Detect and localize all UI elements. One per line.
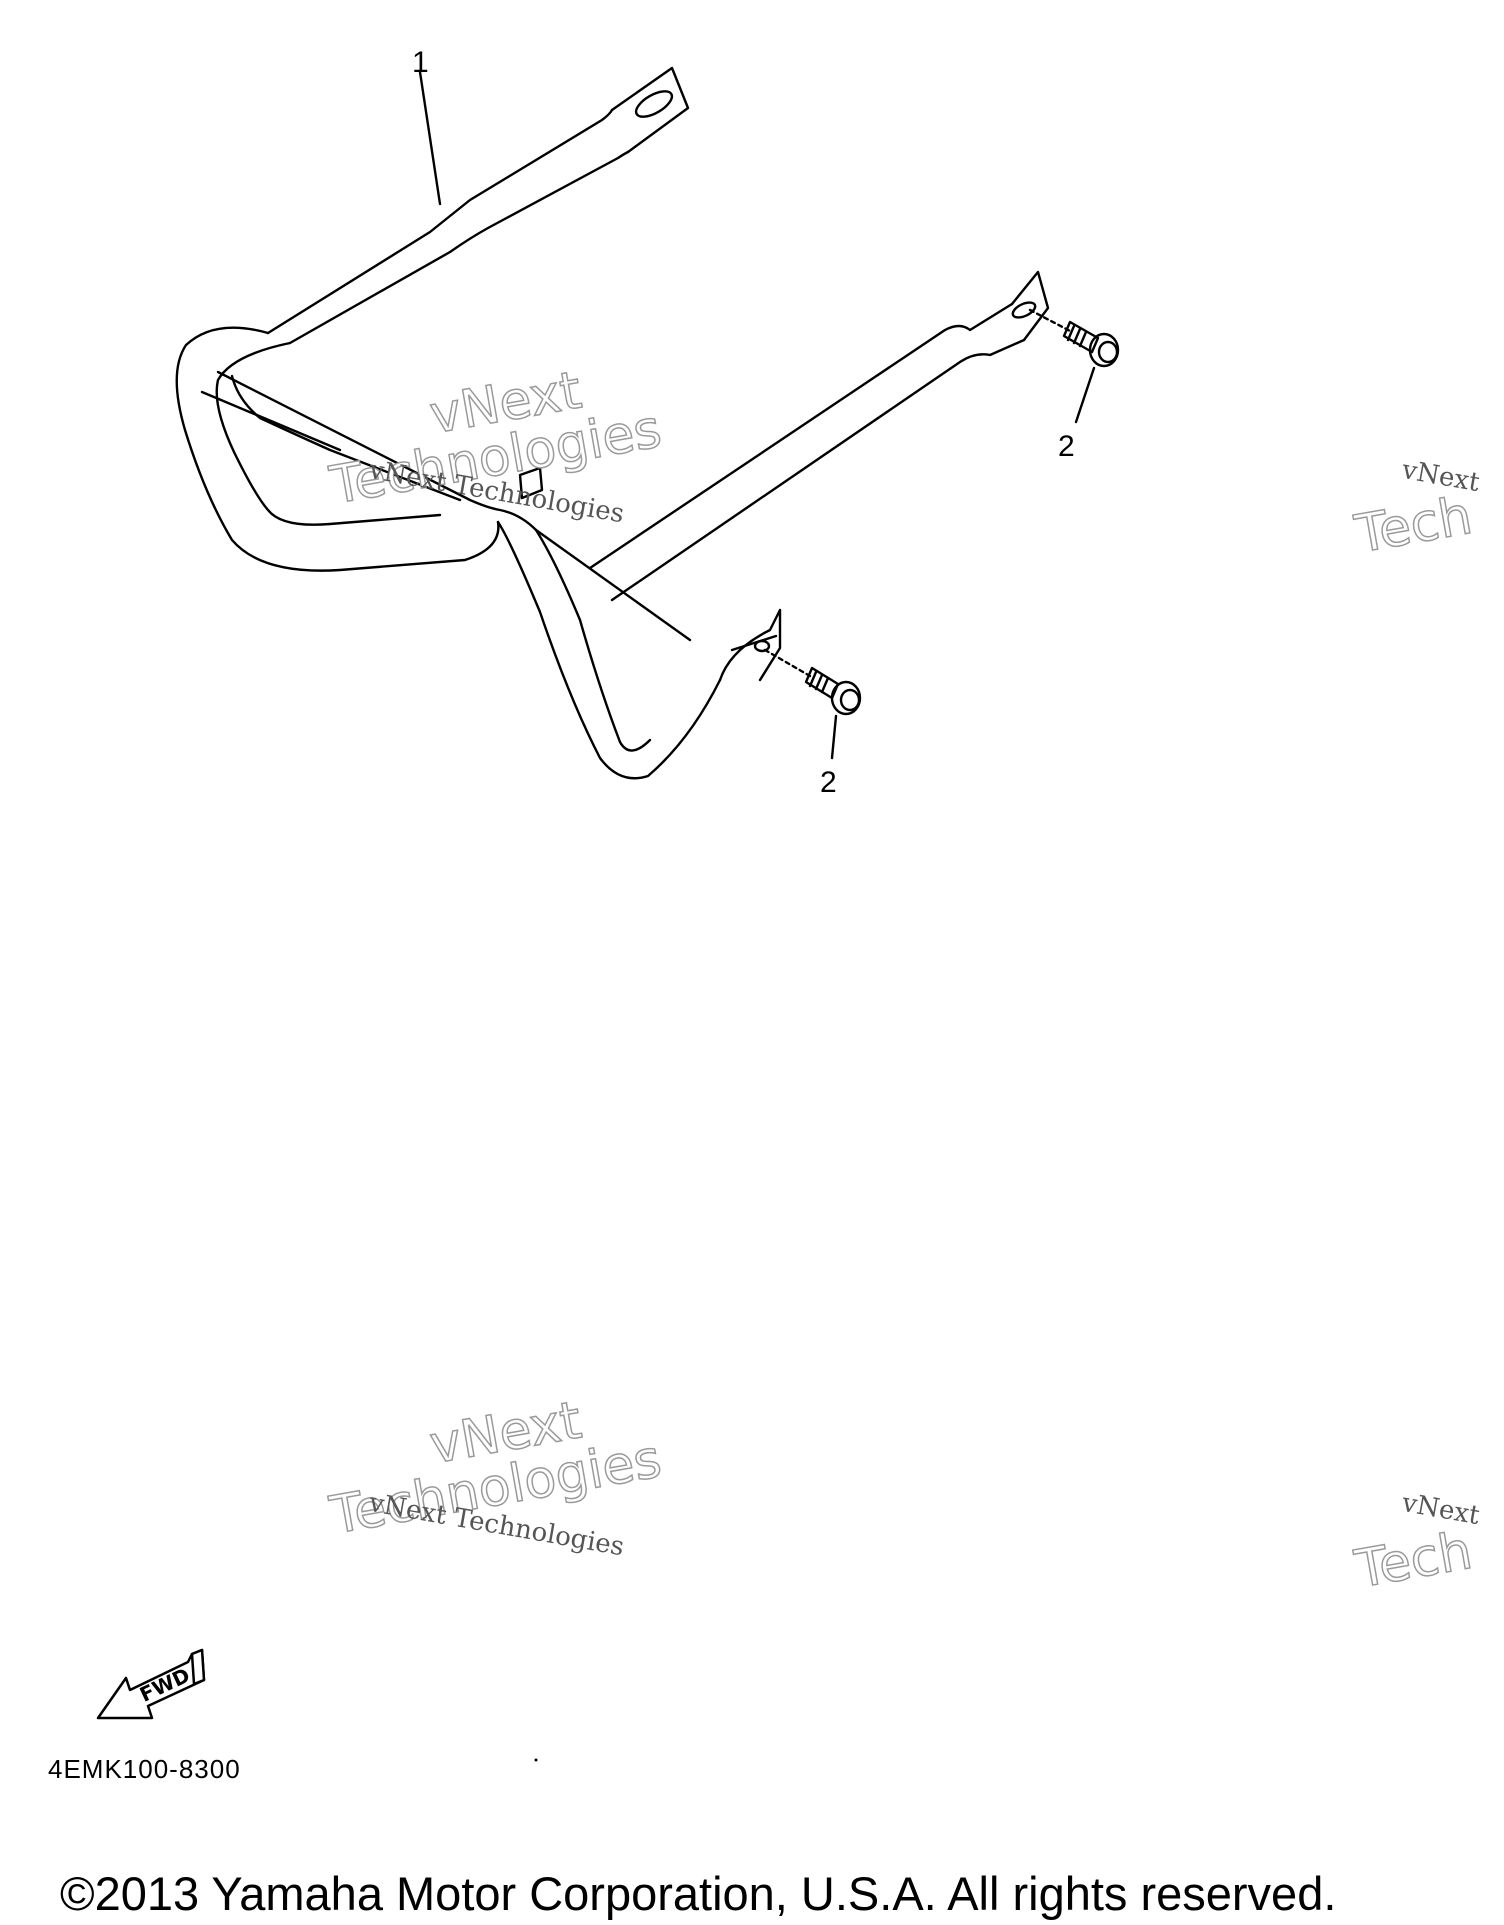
callout-2-right: 2: [1058, 430, 1075, 463]
diagram-part-code: 4EMK100-8300: [48, 1754, 241, 1784]
callout-1: 1: [412, 46, 429, 79]
copyright-notice: ©2013 Yamaha Motor Corporation, U.S.A. A…: [60, 1867, 1337, 1920]
leader-line-1: [418, 70, 442, 206]
leader-line-2-right: [1074, 366, 1096, 424]
callout-2-left: 2: [820, 766, 837, 799]
svg-text:FWD: FWD: [136, 1663, 194, 1707]
bolt-right: [1028, 308, 1120, 368]
bolt-left: [763, 648, 862, 716]
guard-bar-part: [175, 66, 1050, 780]
fwd-arrow-icon: FWD: [96, 1648, 206, 1720]
leader-line-2-left: [830, 714, 838, 760]
